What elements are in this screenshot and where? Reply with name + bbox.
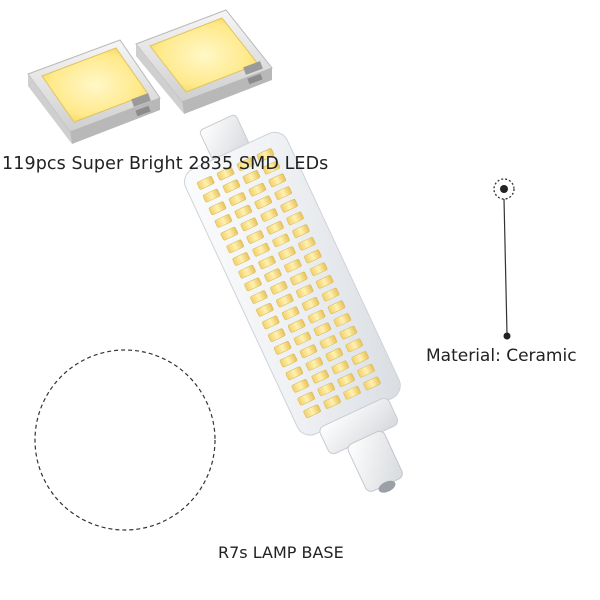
smd-led: [331, 360, 349, 375]
smd-led: [337, 373, 355, 387]
smd-led: [202, 188, 221, 203]
material-callout: [493, 178, 515, 340]
smd-led: [319, 335, 338, 349]
smd-led: [254, 195, 272, 210]
smd-led: [301, 297, 320, 311]
smd-led: [196, 176, 215, 190]
smd-led: [303, 404, 321, 419]
smd-led: [266, 220, 284, 235]
smd-led: [298, 237, 316, 251]
smd-led: [262, 160, 281, 175]
smd-led: [248, 182, 267, 197]
smd-led: [274, 186, 292, 200]
smd-led: [268, 173, 287, 188]
contact-pin: [378, 480, 396, 493]
smd-led: [325, 347, 343, 362]
smd-led: [313, 322, 332, 337]
smd-led: [281, 306, 300, 320]
smd-led: [228, 192, 247, 206]
smd-led: [267, 328, 286, 342]
smd-led: [262, 315, 280, 330]
lamp-base-caption: R7s LAMP BASE: [218, 543, 344, 562]
smd-led: [276, 293, 294, 308]
smd-led: [339, 325, 358, 340]
smd-led: [305, 357, 324, 371]
smd-led: [242, 170, 261, 184]
smd-led: [264, 268, 282, 282]
smd-led: [310, 262, 328, 276]
smd-led: [234, 204, 253, 219]
smd-led: [240, 217, 258, 232]
smd-led: [327, 300, 346, 315]
smd-led: [286, 211, 304, 226]
lamp-base-callout-circle: [34, 349, 216, 531]
material-caption: Material: Ceramic: [426, 346, 577, 366]
smd-led: [293, 331, 312, 346]
smd-led: [236, 157, 255, 172]
smd-led: [291, 379, 310, 393]
smd-led: [258, 255, 276, 270]
smd-led: [214, 214, 233, 228]
smd-led: [279, 353, 298, 368]
smd-led: [238, 264, 256, 279]
smd-led: [363, 376, 381, 391]
smd-led: [250, 290, 268, 304]
smd-led: [323, 395, 341, 409]
smd-led: [222, 179, 241, 194]
smd-led: [333, 313, 352, 327]
smd-led: [311, 369, 329, 384]
led-chip-icon: [135, 9, 273, 114]
smd-led: [290, 271, 308, 286]
smd-led: [226, 239, 244, 254]
smd-led: [208, 201, 227, 216]
smd-led: [357, 363, 375, 378]
smd-led: [252, 242, 270, 257]
r7s-led-lamp: [184, 114, 403, 493]
smd-led: [315, 275, 334, 289]
smd-led: [351, 351, 369, 365]
smd-led: [244, 277, 262, 292]
smd-led: [220, 226, 239, 241]
smd-led: [321, 287, 340, 302]
smd-led: [256, 148, 275, 162]
led-count-caption: 119pcs Super Bright 2835 SMD LEDs: [2, 154, 329, 174]
smd-led: [343, 385, 361, 400]
led-chip-icon: [27, 39, 161, 144]
smd-led: [304, 249, 322, 264]
smd-led: [256, 303, 274, 317]
smd-led: [296, 284, 314, 298]
smd-led: [287, 319, 306, 333]
smd-led: [273, 341, 292, 355]
smd-led: [246, 230, 264, 244]
smd-led: [216, 166, 235, 181]
smd-led: [292, 224, 310, 238]
smd-led: [260, 208, 278, 222]
smd-led: [345, 338, 363, 353]
led-array: [196, 148, 381, 419]
smd-led: [272, 233, 290, 248]
smd-led: [285, 366, 304, 380]
smd-led: [280, 198, 298, 213]
smd-led: [278, 246, 296, 260]
smd-led: [297, 391, 315, 406]
smd-led: [307, 309, 326, 324]
smd-led: [317, 382, 335, 397]
smd-led: [270, 281, 288, 295]
smd-led: [232, 252, 250, 266]
smd-led: [284, 259, 302, 273]
smd-led: [299, 344, 318, 358]
